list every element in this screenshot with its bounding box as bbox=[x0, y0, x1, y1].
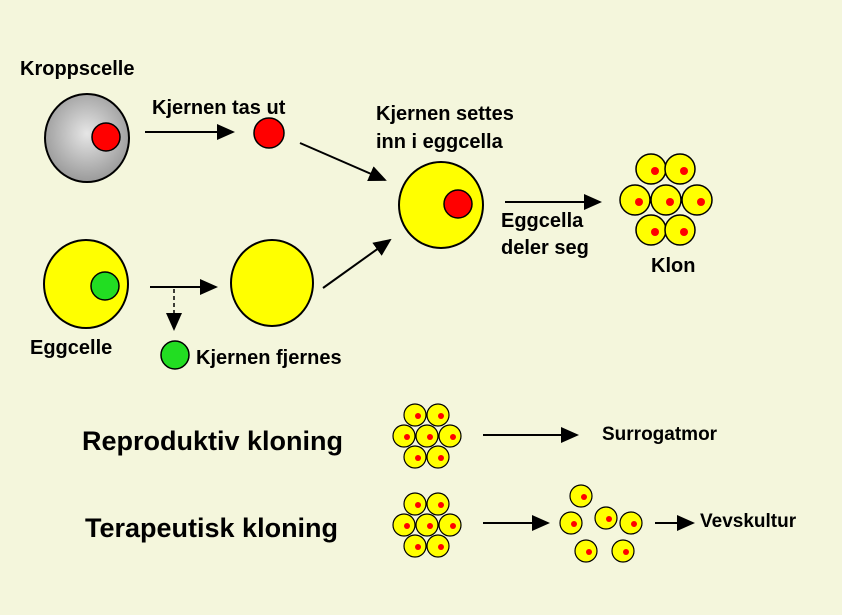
fused-egg-cell bbox=[398, 161, 484, 249]
label-nucleus-inserted-1: Kjernen settes bbox=[376, 103, 514, 125]
body-cell bbox=[44, 93, 130, 183]
fused-cell-nucleus bbox=[443, 189, 473, 219]
label-clone: Klon bbox=[651, 255, 696, 277]
removed-nucleus bbox=[160, 340, 190, 370]
arrow-to-fusion-top bbox=[299, 142, 387, 181]
egg-nucleus bbox=[90, 271, 120, 301]
therapeutic-cluster bbox=[392, 492, 462, 558]
clone-cluster bbox=[619, 153, 713, 246]
label-nucleus-removed: Kjernen tas ut bbox=[152, 97, 286, 119]
enucleated-egg bbox=[230, 239, 314, 327]
label-nucleus-removed-egg: Kjernen fjernes bbox=[196, 347, 342, 369]
label-therapeutic-cloning: Terapeutisk kloning bbox=[85, 513, 339, 543]
dispersed-cells bbox=[559, 484, 643, 563]
label-egg-cell: Eggcelle bbox=[30, 337, 113, 359]
label-egg-divides-1: Eggcella bbox=[501, 210, 584, 232]
egg-cell bbox=[43, 239, 129, 329]
label-nucleus-inserted-2: inn i eggcella bbox=[376, 131, 503, 153]
body-cell-nucleus bbox=[91, 122, 121, 152]
extracted-nucleus bbox=[253, 117, 285, 149]
label-tissue-culture: Vevskultur bbox=[700, 511, 797, 532]
label-egg-divides-2: deler seg bbox=[501, 237, 589, 259]
label-body-cell: Kroppscelle bbox=[20, 58, 135, 80]
label-reproductive-cloning: Reproduktiv kloning bbox=[82, 426, 344, 456]
reproductive-cluster bbox=[392, 403, 462, 469]
label-surrogate: Surrogatmor bbox=[602, 424, 718, 445]
arrow-to-fusion-bottom bbox=[322, 238, 392, 289]
